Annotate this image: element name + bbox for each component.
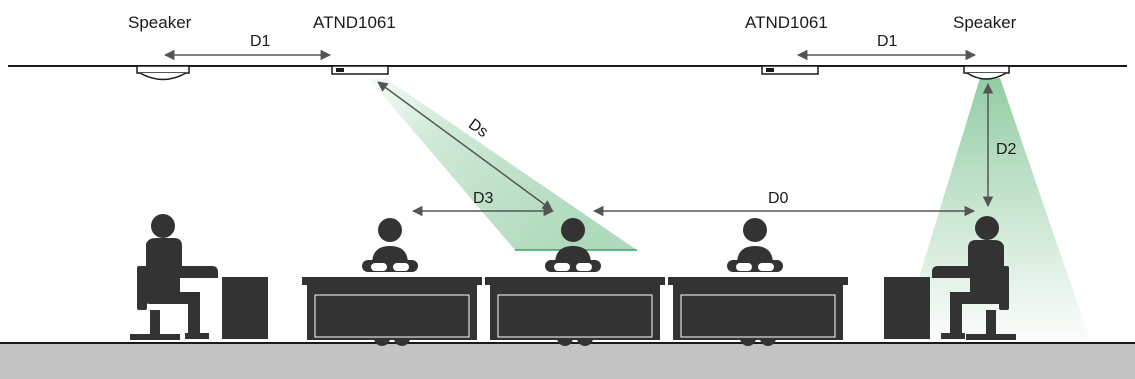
left-side-desk bbox=[222, 277, 268, 339]
d3-label: D3 bbox=[473, 190, 494, 207]
person-3-icon bbox=[727, 218, 783, 272]
d2-label: D2 bbox=[996, 141, 1017, 158]
desk-3 bbox=[667, 276, 849, 347]
d1-left-label: D1 bbox=[250, 33, 271, 50]
speaker-right-label: Speaker bbox=[953, 13, 1017, 32]
d0-label: D0 bbox=[768, 190, 789, 207]
microphone-left-icon bbox=[331, 65, 389, 75]
mic-left-label: ATND1061 bbox=[313, 13, 396, 32]
left-seated-person-icon bbox=[130, 214, 218, 340]
d1-right-label: D1 bbox=[877, 33, 898, 50]
right-side-desk bbox=[884, 277, 930, 339]
ds-arrow bbox=[377, 81, 553, 211]
person-1-icon bbox=[362, 218, 418, 272]
speaker-left-icon bbox=[136, 65, 190, 81]
microphone-right-icon bbox=[761, 65, 819, 75]
floor bbox=[0, 343, 1135, 379]
mic-right-label: ATND1061 bbox=[745, 13, 828, 32]
desk-1 bbox=[301, 276, 483, 347]
desk-2 bbox=[484, 276, 666, 347]
speaker-right-icon bbox=[963, 65, 1010, 80]
right-seated-person-icon bbox=[932, 216, 1016, 340]
speaker-left-label: Speaker bbox=[128, 13, 192, 32]
